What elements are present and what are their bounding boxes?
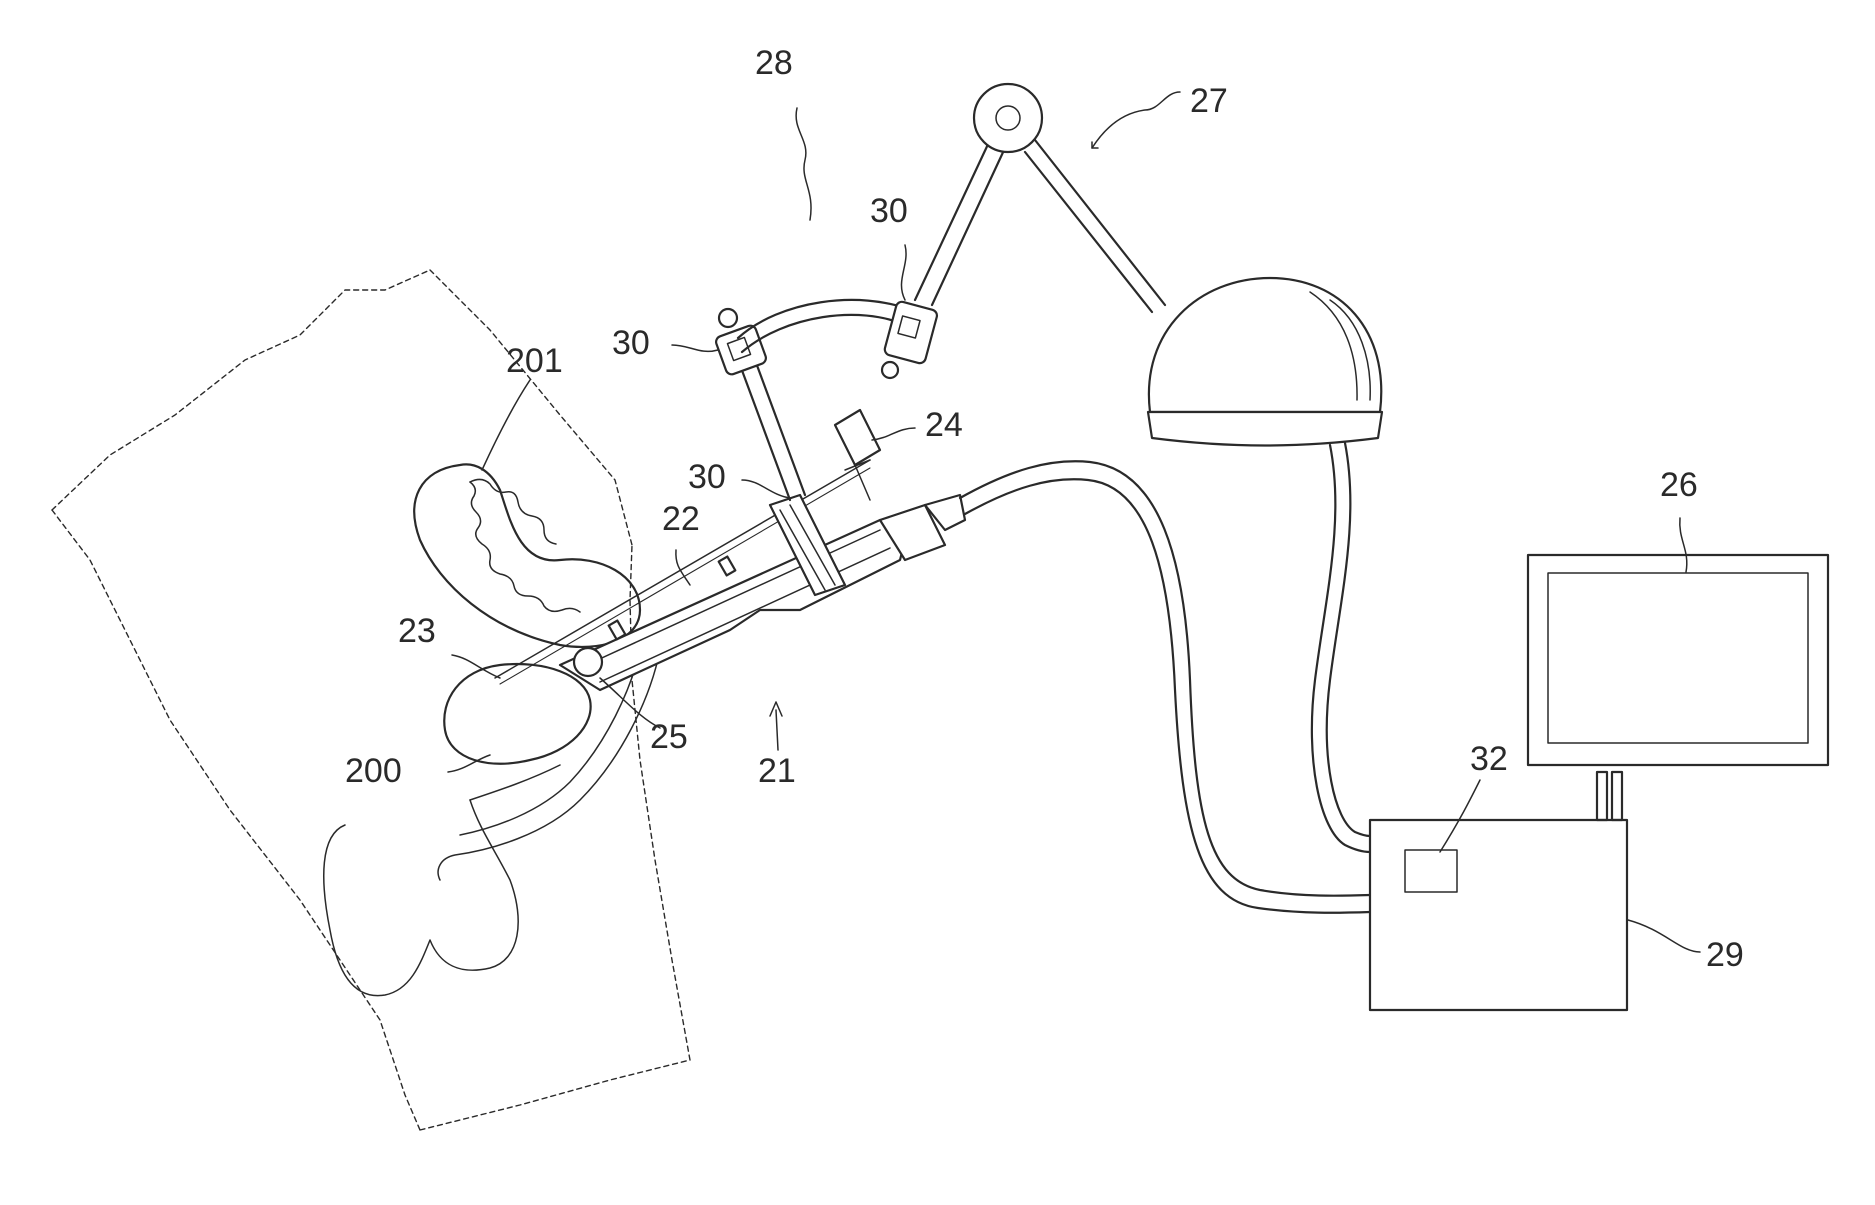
label-24: 24 (925, 406, 963, 444)
joint-30-left (714, 300, 910, 376)
label-23: 23 (398, 612, 436, 650)
joint-30-right (882, 300, 938, 378)
robot-base-dome (1148, 278, 1382, 446)
label-32: 32 (1470, 740, 1508, 778)
patient-leg-outline (324, 765, 560, 996)
label-200: 200 (345, 752, 402, 790)
label-30-top: 30 (870, 192, 908, 230)
cables (960, 443, 1370, 913)
label-25: 25 (650, 718, 688, 756)
label-29: 29 (1706, 936, 1744, 974)
label-22: 22 (662, 500, 700, 538)
control-box-29 (1370, 820, 1627, 1010)
patient-body-outline (52, 270, 690, 1130)
component-32 (1405, 850, 1457, 892)
prostate-200 (444, 664, 590, 764)
label-21: 21 (758, 752, 796, 790)
connector-24 (835, 410, 880, 500)
label-28: 28 (755, 44, 793, 82)
label-30-left: 30 (612, 324, 650, 362)
robot-arm-27 (915, 84, 1165, 312)
probe-21 (495, 460, 965, 690)
bladder-201 (414, 464, 640, 647)
monitor-26 (1528, 555, 1828, 820)
label-27: 27 (1190, 82, 1228, 120)
label-30-middle: 30 (688, 458, 726, 496)
label-201: 201 (506, 342, 563, 380)
label-26: 26 (1660, 466, 1698, 504)
